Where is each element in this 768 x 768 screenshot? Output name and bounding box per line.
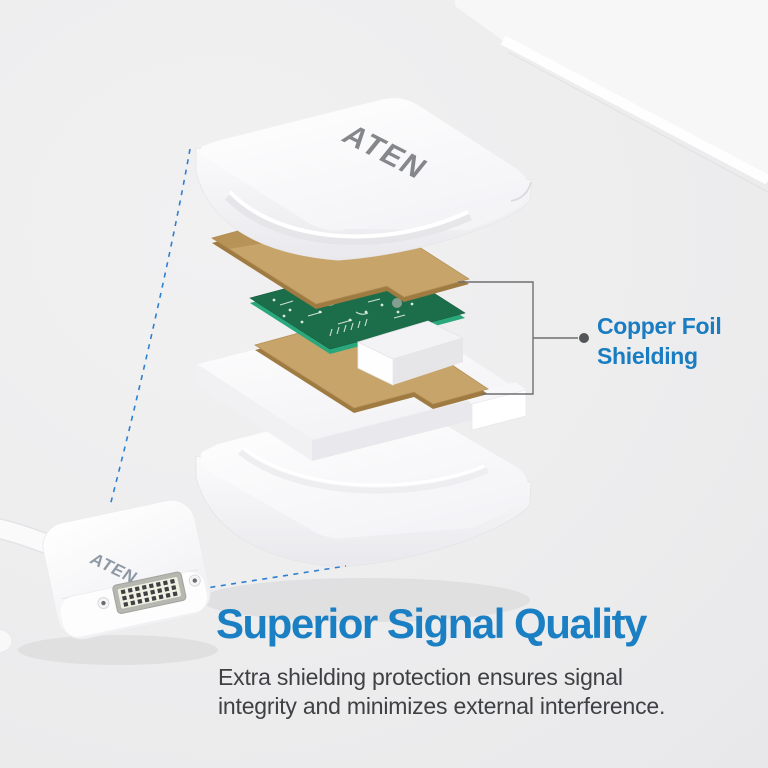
- bottom-shell-inner-highlight: [243, 446, 485, 487]
- shield-block-front-face: [393, 338, 463, 385]
- feature-description-line1: Extra shielding protection ensures signa…: [218, 664, 623, 690]
- background-surface-edge-highlight: [500, 35, 768, 185]
- callout-label: Copper Foil Shielding: [597, 311, 722, 371]
- feature-description: Extra shielding protection ensures signa…: [218, 663, 665, 721]
- guide-line-left: [109, 148, 191, 507]
- stack-ground-shadow: [200, 578, 530, 622]
- guide-line-right: [199, 565, 347, 590]
- adapter-product: ATEN: [0, 499, 211, 654]
- feature-heading: Superior Signal Quality: [216, 600, 647, 647]
- top-shell-inner-highlight: [228, 190, 469, 239]
- top-shell-inner-lip: [224, 192, 472, 245]
- callout-leader: [458, 281, 589, 395]
- callout-label-line1: Copper Foil: [597, 313, 722, 339]
- connector-shield-block: [356, 320, 465, 386]
- pcb-via: [392, 298, 402, 308]
- plate-front-face: [312, 388, 516, 461]
- callout-label-line2: Shielding: [597, 343, 698, 369]
- dvi-pin-holes: [120, 578, 178, 607]
- plate-rim-top: [462, 382, 526, 404]
- top-shell-top-face: [200, 98, 529, 231]
- assembly-guide-lines: [109, 148, 347, 590]
- dvi-screw-holes: [97, 574, 201, 610]
- top-shell-corner-lip: [510, 181, 532, 202]
- background-surface-edge-line: [507, 51, 768, 193]
- background-surface: [455, 0, 768, 193]
- callout-dot: [579, 333, 589, 343]
- bottom-shell-inner-lip: [238, 449, 490, 494]
- bottom-shell: [195, 401, 532, 568]
- shield-block-top-face: [356, 320, 465, 360]
- plate-left-face: [196, 364, 312, 461]
- dvi-connector: [97, 571, 201, 615]
- feature-description-line2: integrity and minimizes external interfe…: [218, 693, 666, 719]
- cable-end: [0, 628, 13, 654]
- adapter-shadow: [18, 635, 218, 665]
- top-shell: ATEN: [195, 98, 533, 261]
- adapter-body-group: ATEN: [42, 499, 211, 640]
